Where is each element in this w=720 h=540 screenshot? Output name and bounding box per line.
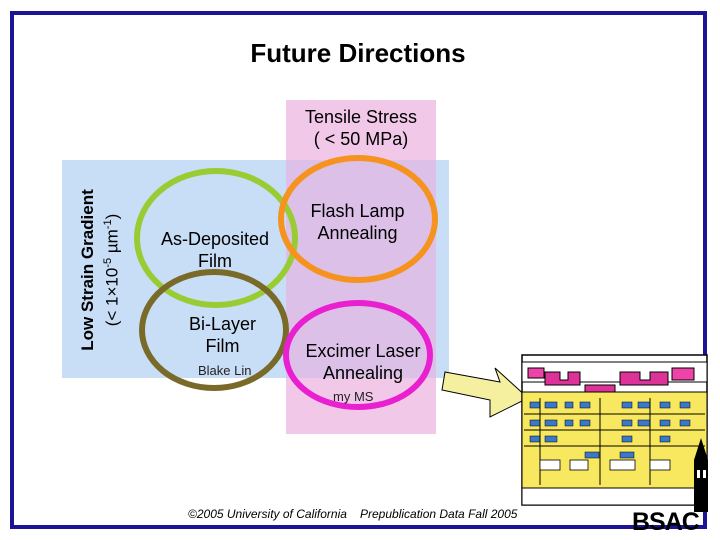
tensile-stress-label: Tensile Stress ( < 50 MPa) xyxy=(286,106,436,150)
chip-illustration xyxy=(521,354,708,506)
flash-lamp-ring xyxy=(278,155,438,283)
copyright-text: ©2005 University of California xyxy=(188,507,347,521)
pointer-arrow xyxy=(441,367,529,418)
flash-lamp-line2: Annealing xyxy=(317,223,398,243)
flash-lamp-label: Flash Lamp Annealing xyxy=(295,200,420,244)
campanile-icon xyxy=(694,438,708,512)
bsac-logo: BSAC xyxy=(632,508,700,536)
blake-lin-label: Blake Lin xyxy=(198,363,252,378)
bi-layer-label: Bi-Layer Film xyxy=(160,313,285,357)
excimer-line1: Excimer Laser xyxy=(305,341,421,361)
flash-lamp-line1: Flash Lamp xyxy=(310,201,405,221)
bi-layer-line2: Film xyxy=(205,336,240,356)
as-deposited-label: As-Deposited Film xyxy=(150,228,280,272)
tensile-stress-line2: ( < 50 MPa) xyxy=(313,129,409,149)
prepublication-text: Prepublication Data Fall 2005 xyxy=(360,507,518,521)
excimer-label: Excimer Laser Annealing xyxy=(288,340,438,384)
as-deposited-line1: As-Deposited xyxy=(160,229,270,249)
bi-layer-line1: Bi-Layer xyxy=(188,314,257,334)
slide-title: Future Directions xyxy=(250,38,466,68)
my-ms-label: my MS xyxy=(333,389,374,404)
excimer-ring xyxy=(283,300,433,410)
excimer-line2: Annealing xyxy=(322,363,404,383)
as-deposited-ring xyxy=(134,168,298,308)
tensile-stress-line1: Tensile Stress xyxy=(304,107,418,127)
bi-layer-ring xyxy=(139,269,289,391)
as-deposited-line2: Film xyxy=(198,251,232,271)
